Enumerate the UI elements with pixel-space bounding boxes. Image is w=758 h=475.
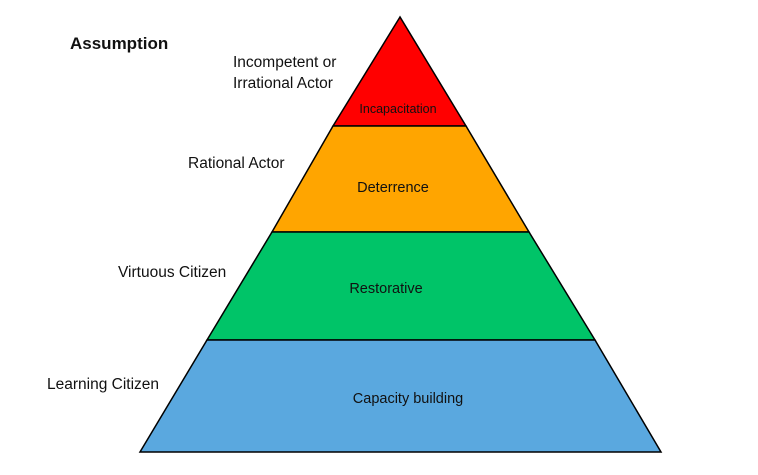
tier-label-restorative: Restorative — [349, 281, 422, 297]
tier-label-capacity-building: Capacity building — [353, 391, 463, 407]
tier-deterrence — [270, 125, 531, 233]
assumption-label-rational-actor: Rational Actor — [188, 155, 285, 172]
tier-label-incapacitation: Incapacitation — [359, 102, 436, 116]
assumption-label-virtuous-citizen: Virtuous Citizen — [118, 264, 227, 281]
assumption-label-line-1: Incompetent or — [233, 54, 337, 71]
tier-label-deterrence: Deterrence — [357, 180, 429, 196]
diagram-title: Assumption — [70, 34, 169, 53]
assumption-label-line-2: Irrational Actor — [233, 75, 333, 92]
assumption-label-incompetent-actor: Incompetent or Irrational Actor — [233, 52, 336, 94]
tier-capacity-building — [138, 339, 663, 453]
assumption-label-learning-citizen: Learning Citizen — [47, 376, 160, 393]
